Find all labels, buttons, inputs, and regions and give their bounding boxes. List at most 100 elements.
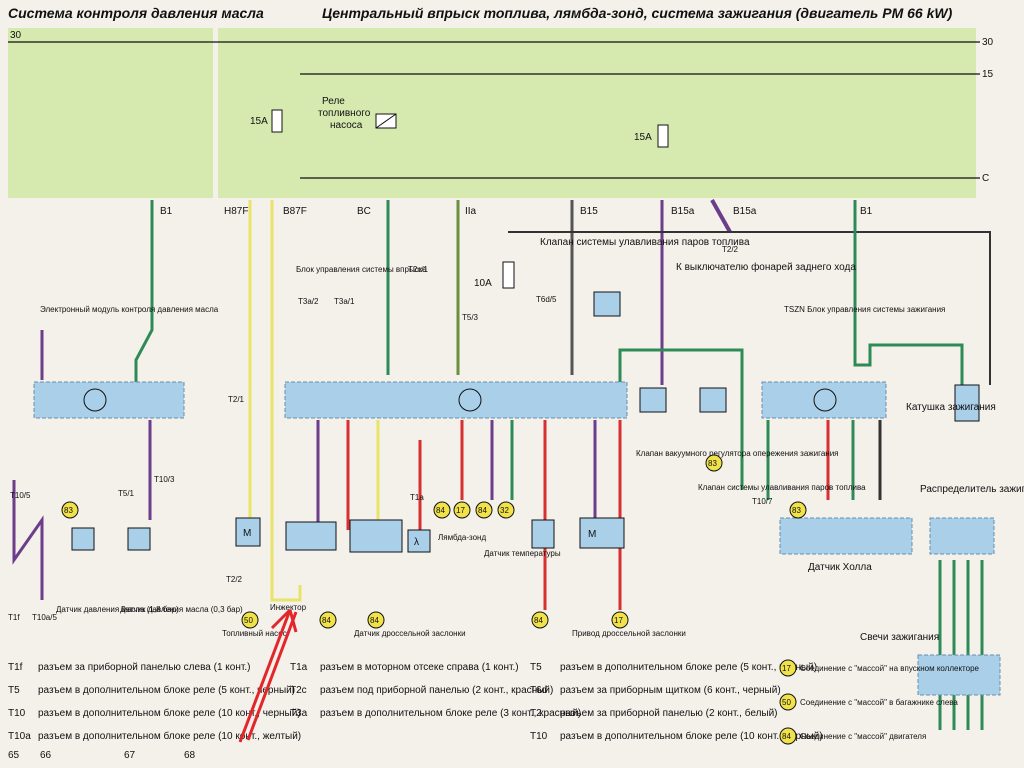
svg-text:84: 84 xyxy=(782,732,791,741)
svg-text:Соединение с "массой" на впуск: Соединение с "массой" на впускном коллек… xyxy=(800,664,980,673)
page-66: 66 xyxy=(40,750,52,761)
throttle-sensor xyxy=(349,519,403,553)
svg-text:Соединение с "массой" в багажн: Соединение с "массой" в багажнике слева xyxy=(800,698,958,707)
page-65: 65 xyxy=(8,750,20,761)
oil-sensor-0-3-label: Датчик давления масла (0,3 бар) xyxy=(120,605,243,614)
svg-text:разъем в дополнительном блоке: разъем в дополнительном блоке реле (10 к… xyxy=(38,730,301,742)
svg-text:84: 84 xyxy=(534,616,543,625)
fuse-15a-left xyxy=(271,109,283,133)
oil-sensor-1-8 xyxy=(71,527,95,551)
svg-text:84: 84 xyxy=(370,616,379,625)
injection-unit-label: Блок управления системы впрыска xyxy=(296,265,427,274)
svg-text:83: 83 xyxy=(64,506,73,515)
fuel-pump-motor xyxy=(235,517,261,547)
legend-left: T1f разъем за приборной панелью слева (1… xyxy=(8,661,301,742)
page-68: 68 xyxy=(184,750,196,761)
svg-text:разъем в дополнительном блоке: разъем в дополнительном блоке реле (3 ко… xyxy=(320,707,581,719)
fuse-area-right xyxy=(218,28,976,198)
right-title: Центральный впрыск топлива, лямбда-зонд,… xyxy=(322,5,953,21)
evap-valve-upper xyxy=(593,291,621,317)
terminal-iia: IIa xyxy=(465,206,477,217)
rail-30-label-right: 30 xyxy=(982,37,994,48)
throttle-actuator-label: Привод дроссельной заслонки xyxy=(572,629,686,638)
legend-mid: T1a разъем в моторном отсеке справа (1 к… xyxy=(290,662,581,719)
conn-t22: T2/2 xyxy=(226,575,243,584)
svg-text:разъем в дополнительном блоке: разъем в дополнительном блоке реле (5 ко… xyxy=(560,661,817,673)
wire-traces xyxy=(12,199,991,730)
terminal-b15: B15 xyxy=(580,206,598,217)
svg-text:T5: T5 xyxy=(530,662,542,673)
tszn-unit-label: TSZN Блок управления системы зажигания xyxy=(784,305,945,314)
svg-text:17: 17 xyxy=(782,664,791,673)
svg-text:84: 84 xyxy=(436,506,445,515)
svg-text:T2: T2 xyxy=(530,708,542,719)
reverse-light-switch-label: К выключателю фонарей заднего хода xyxy=(676,261,856,273)
conn-t10a5: T10a/5 xyxy=(32,613,57,622)
oil-sensor-0-3 xyxy=(127,527,151,551)
conn-t21: T2/1 xyxy=(228,395,245,404)
ignition-unit-transistor-icon xyxy=(813,388,837,412)
lambda-probe xyxy=(407,529,431,553)
relay-label: Реле xyxy=(322,96,345,107)
svg-text:M: M xyxy=(588,529,596,540)
conn-t1f: T1f xyxy=(8,613,20,622)
fuse-10a xyxy=(502,261,515,289)
conn-t1a: T1a xyxy=(410,493,424,502)
svg-text:T2c: T2c xyxy=(290,685,307,696)
conn-t53: T5/3 xyxy=(462,313,479,322)
terminal-b87f: B87F xyxy=(283,206,307,217)
conn-t103: T10/3 xyxy=(154,475,175,484)
svg-text:M: M xyxy=(243,528,251,539)
conn-t3a1: T3a/1 xyxy=(334,297,355,306)
injector-label: Инжектор xyxy=(270,603,307,612)
injector xyxy=(285,521,337,551)
svg-text:насоса: насоса xyxy=(330,120,363,131)
svg-text:T5: T5 xyxy=(8,685,20,696)
svg-text:топливного: топливного xyxy=(318,108,371,119)
svg-text:17: 17 xyxy=(614,616,623,625)
svg-text:T10: T10 xyxy=(530,731,548,742)
svg-text:λ: λ xyxy=(414,537,419,548)
evap-valve-upper-label: Клапан системы улавливания паров топлива xyxy=(540,237,750,248)
conn-t51: T5/1 xyxy=(118,489,135,498)
conn-t22-right: T2/2 xyxy=(722,245,739,254)
left-title: Система контроля давления масла xyxy=(8,5,264,21)
svg-text:T3a: T3a xyxy=(290,708,308,719)
terminal-b15a-2: B15a xyxy=(733,206,757,217)
svg-text:50: 50 xyxy=(244,616,253,625)
rail-30-label-left: 30 xyxy=(10,30,22,41)
ground-points: 83 83 83 50 84 84 84 84 84 32 17 17 xyxy=(61,454,807,629)
vacuum-valve xyxy=(639,387,667,413)
ignition-coil xyxy=(954,384,980,422)
fuse-area-left xyxy=(8,28,213,198)
conn-t3a2: T3a/2 xyxy=(298,297,319,306)
distributor-label: Распределитель зажигания xyxy=(920,484,1024,495)
conn-t6d5: T6d/5 xyxy=(536,295,557,304)
oil-control-unit xyxy=(33,381,185,419)
svg-text:32: 32 xyxy=(500,506,509,515)
ground-legend: 17 Соединение с "массой" на впускном кол… xyxy=(779,659,980,745)
terminal-b1-right: B1 xyxy=(860,206,873,217)
svg-text:T10: T10 xyxy=(8,708,26,719)
ignition-coil-label: Катушка зажигания xyxy=(906,402,996,413)
vacuum-valve-label: Клапан вакуумного регулятора опережения … xyxy=(636,449,839,458)
svg-text:T1a: T1a xyxy=(290,662,308,673)
rail-15-label: 15 xyxy=(982,69,994,80)
hall-sensor-label: Датчик Холла xyxy=(808,562,872,573)
legend-right: T5 разъем в дополнительном блоке реле (5… xyxy=(530,661,823,742)
fuse-15a-right xyxy=(657,124,669,148)
evap-valve-lower-label: Клапан системы улавливания паров топлива xyxy=(698,483,866,492)
svg-text:50: 50 xyxy=(782,698,791,707)
svg-text:84: 84 xyxy=(478,506,487,515)
ignition-control-unit xyxy=(761,381,887,419)
fuse-15a-right-label: 15A xyxy=(634,132,652,143)
svg-text:Соединение с "массой" двигател: Соединение с "массой" двигателя xyxy=(800,732,926,741)
page-67: 67 xyxy=(124,750,136,761)
svg-text:разъем в дополнительном блоке: разъем в дополнительном блоке реле (5 ко… xyxy=(38,684,295,696)
svg-text:разъем за приборной панелью (2: разъем за приборной панелью (2 конт., бе… xyxy=(560,707,778,719)
conn-t107: T10/7 xyxy=(752,497,773,506)
svg-text:83: 83 xyxy=(708,459,717,468)
distributor-block xyxy=(929,517,995,555)
